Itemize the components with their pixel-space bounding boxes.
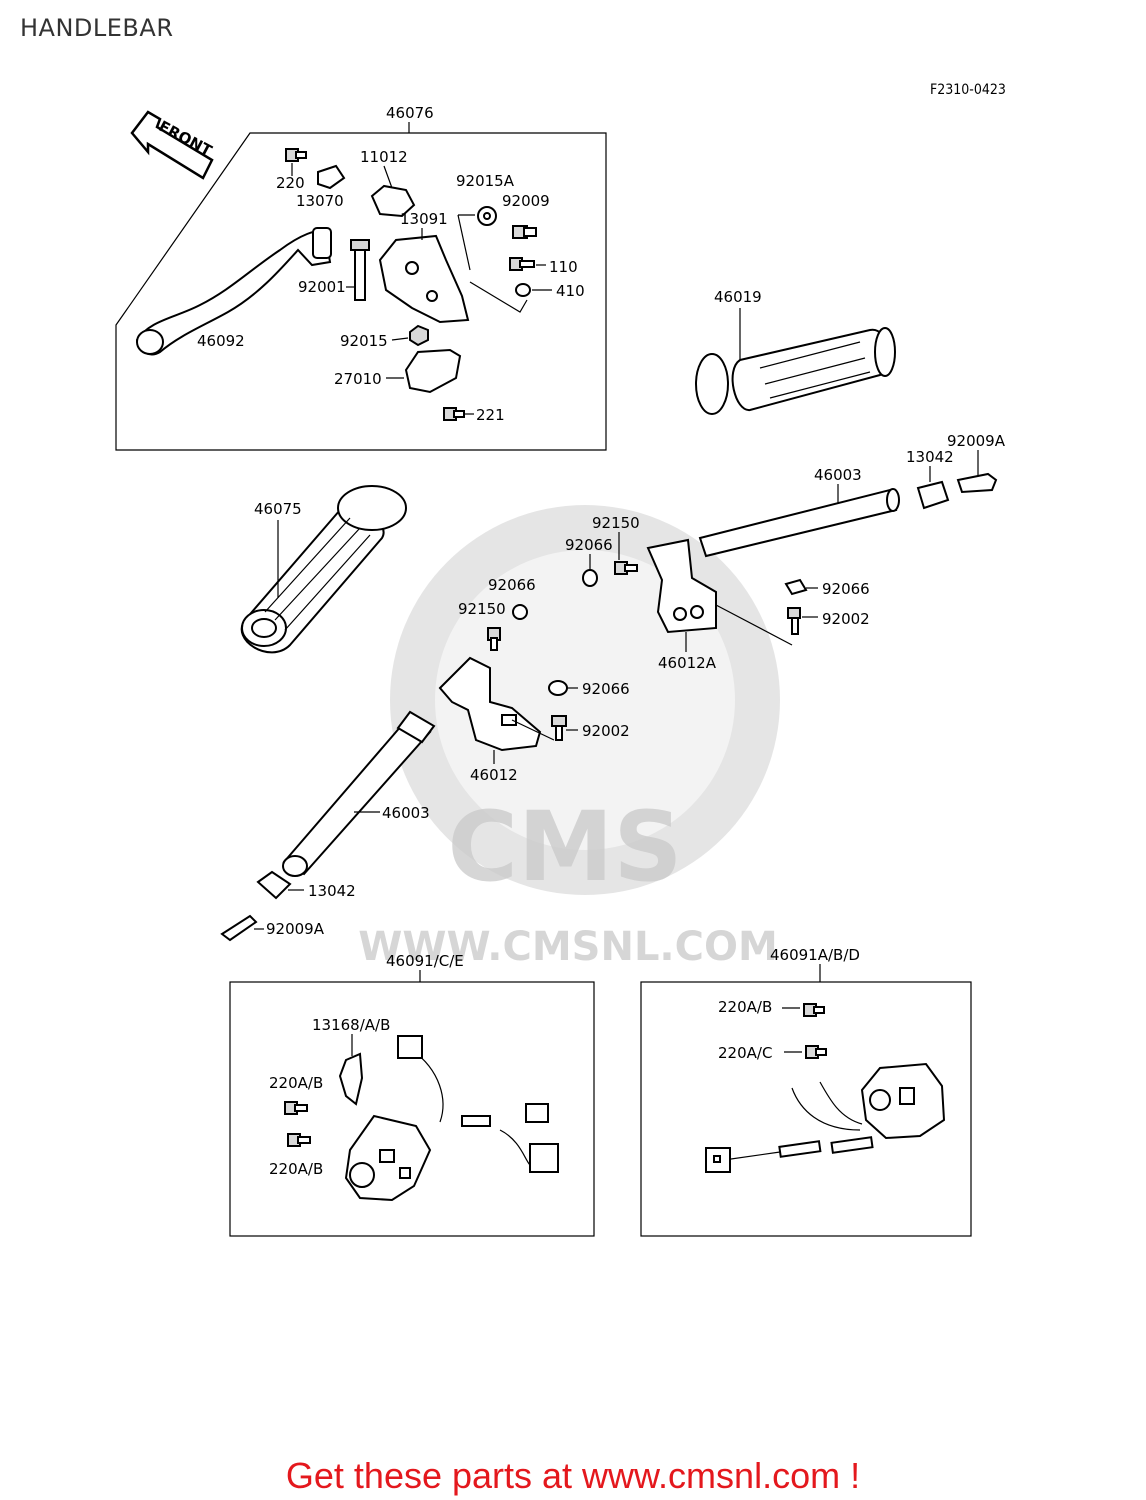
front-arrow: FRONT (130, 110, 215, 180)
label-46003-right: 46003 (814, 466, 862, 484)
label-92150-left: 92150 (458, 600, 506, 618)
label-46019: 46019 (714, 288, 762, 306)
front-arrow-shape (130, 110, 214, 180)
label-221: 221 (476, 406, 505, 424)
label-13042-right: 13042 (906, 448, 954, 466)
label-46076: 46076 (386, 104, 434, 122)
right-switch-assembly: 46091A/B/D 220A/B 220A/C (640, 946, 972, 1237)
washer-92066-left-1 (512, 604, 528, 620)
right-handlebar: 46003 13042 92009A (698, 432, 1006, 558)
screw-92002-left (551, 715, 567, 727)
footer-promo-text: Get these parts at www.cmsnl.com ! (285, 1455, 861, 1496)
label-92009A-right: 92009A (947, 432, 1006, 450)
handlebar-46003-right (698, 488, 898, 558)
label-46012: 46012 (470, 766, 518, 784)
bolt-92001 (354, 243, 366, 301)
right-switch-box (640, 981, 972, 1237)
connector-left-3 (529, 1143, 559, 1173)
right-holder-assembly: 46012A 92150 92066 92066 92002 (565, 514, 870, 672)
label-110: 110 (549, 258, 578, 276)
label-92066-right-1: 92066 (565, 536, 613, 554)
label-92015A: 92015A (456, 172, 515, 190)
label-220AC: 220A/C (718, 1044, 772, 1062)
washer-92066-left-2 (548, 680, 568, 696)
watermark-url: WWW.CMSNL.COM (358, 924, 778, 970)
part-13070 (317, 164, 346, 190)
label-46091A-B-D: 46091A/B/D (770, 946, 860, 964)
label-220AB-2: 220A/B (269, 1160, 323, 1178)
nut-92015 (409, 324, 429, 347)
label-46075: 46075 (254, 500, 302, 518)
label-92002-left: 92002 (582, 722, 630, 740)
label-11012: 11012 (360, 148, 408, 166)
grip-46019 (731, 328, 890, 411)
label-13070: 13070 (296, 192, 344, 210)
left-holder-assembly: 46012 92150 92066 92066 92002 (438, 576, 630, 784)
left-handlebar: 46003 13042 92009A (220, 710, 436, 942)
screw-92002-right (787, 607, 801, 619)
label-13042-left: 13042 (308, 882, 356, 900)
label-410: 410 (556, 282, 585, 300)
label-46091-C-E: 46091/C/E (386, 952, 464, 970)
label-92150-right: 92150 (592, 514, 640, 532)
label-92066-left-2: 92066 (582, 680, 630, 698)
watermark-brand: CMS (447, 791, 682, 903)
clutch-lever-assembly: 46076 46092 220 13070 11012 13091 92001 (115, 104, 607, 451)
left-switch-box (229, 981, 595, 1237)
label-46092: 46092 (197, 332, 245, 350)
clutch-lever (135, 230, 332, 356)
right-grip-assembly: 46019 (695, 288, 896, 415)
left-switch-assembly: 46091/C/E 13168/A/B 220A/B 220A/B (229, 952, 595, 1237)
holder-46012 (438, 656, 542, 752)
screw-92009A-right (956, 472, 998, 494)
end-cap-13042-left (256, 870, 292, 900)
label-92009: 92009 (502, 192, 550, 210)
washer-92066-right-1 (582, 569, 598, 587)
label-13091: 13091 (400, 210, 448, 228)
connector-left-1 (397, 1035, 423, 1059)
end-cap-13042-right (916, 480, 950, 510)
page-title: HANDLEBAR (20, 14, 174, 42)
label-27010: 27010 (334, 370, 382, 388)
label-92002-right: 92002 (822, 610, 870, 628)
label-92001: 92001 (298, 278, 346, 296)
label-220: 220 (276, 174, 305, 192)
parts-diagram: CMS WWW.CMSNL.COM FRONT 46076 46092 220 … (115, 104, 1006, 1237)
screw-92009A-left (220, 914, 258, 942)
label-92009A-left: 92009A (266, 920, 325, 938)
label-220AB-1: 220A/B (269, 1074, 323, 1092)
part-13091-bracket (378, 234, 470, 324)
left-grip-assembly: 46075 (240, 485, 407, 654)
label-220AB-3: 220A/B (718, 998, 772, 1016)
label-46012A: 46012A (658, 654, 717, 672)
handlebar-46003-left (282, 716, 432, 876)
washer-92066-right-2 (784, 578, 808, 596)
label-92015: 92015 (340, 332, 388, 350)
diagram-code: F2310-0423 (930, 82, 1006, 98)
label-92066-right-2: 92066 (822, 580, 870, 598)
switch-27010 (404, 348, 462, 394)
part-11012 (370, 184, 416, 218)
label-46003-left: 46003 (382, 804, 430, 822)
clip-13168 (338, 1052, 364, 1106)
connector-left-2 (525, 1103, 549, 1123)
label-13168: 13168/A/B (312, 1016, 390, 1034)
washer-410 (515, 283, 531, 297)
label-92066-left-1: 92066 (488, 576, 536, 594)
clutch-box-outline (115, 132, 607, 451)
